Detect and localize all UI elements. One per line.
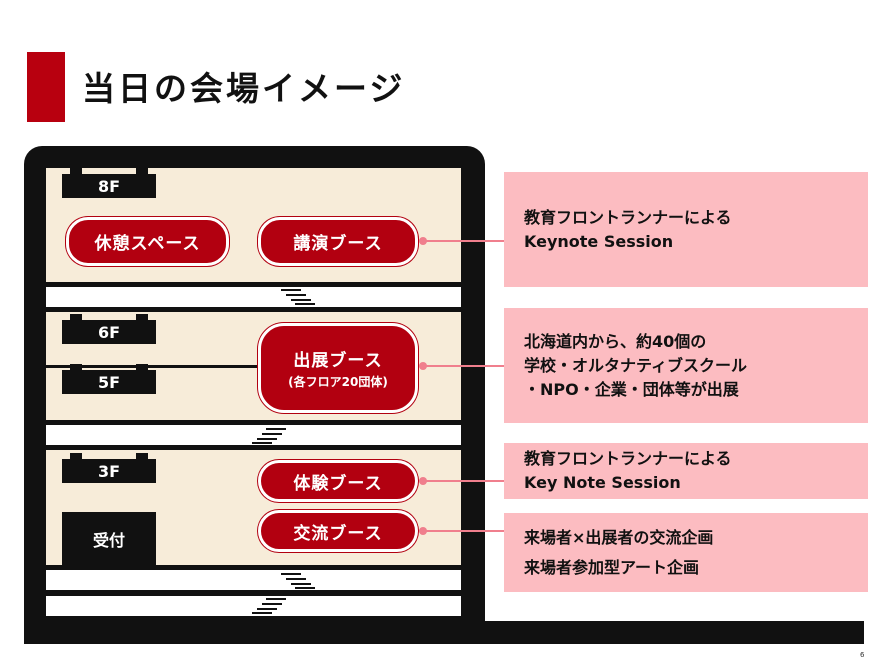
booth-exhibit-sublabel: (各フロア20団体) xyxy=(288,375,388,389)
connector-line xyxy=(424,240,504,242)
stairs-icon xyxy=(252,427,286,445)
ground-bar xyxy=(24,621,864,644)
callout-line: 学校・オルタナティブスクール xyxy=(524,355,748,375)
booth-rest-label: 休憩スペース xyxy=(94,234,201,254)
booth-exhibit: 出展ブース (各フロア20団体) xyxy=(258,323,418,413)
connector-line xyxy=(424,480,504,482)
callout-exchange: 来場者×出展者の交流企画 来場者参加型アート企画 xyxy=(504,513,868,592)
callout-line: 来場者×出展者の交流企画 xyxy=(524,527,714,547)
callout-line: 教育フロントランナーによる xyxy=(524,207,732,227)
callout-experience: 教育フロントランナーによる Key Note Session xyxy=(504,443,868,499)
reception-text: 受付 xyxy=(92,531,125,550)
callout-line: 来場者参加型アート企画 xyxy=(524,557,700,577)
connector-dot xyxy=(419,527,427,535)
connector-line xyxy=(424,530,504,532)
floor-label-8f: 8F xyxy=(62,168,156,198)
stairs-icon xyxy=(281,572,315,590)
booth-rest-space: 休憩スペース xyxy=(66,217,229,266)
callout-line: Key Note Session xyxy=(524,473,681,492)
connector-dot xyxy=(419,362,427,370)
title-accent-bar xyxy=(27,52,65,122)
stair-gap-4 xyxy=(46,596,461,616)
stair-gap-1 xyxy=(46,287,461,307)
booth-exchange-label: 交流ブース xyxy=(293,523,383,544)
floor-label-3f: 3F xyxy=(62,453,156,483)
booth-lecture-label: 講演ブース xyxy=(293,234,383,254)
floor-label-text: 3F xyxy=(97,461,121,481)
booth-lecture: 講演ブース xyxy=(258,217,418,266)
floor-divider-line xyxy=(46,365,260,368)
floor-label-text: 8F xyxy=(97,176,121,196)
page-title: 当日の会場イメージ xyxy=(82,69,406,108)
stairs-icon xyxy=(252,597,286,615)
callout-line: ・NPO・企業・団体等が出展 xyxy=(524,379,739,399)
callout-line: 北海道内から、約40個の xyxy=(524,331,707,351)
floor-label-6f: 6F xyxy=(62,314,156,344)
connector-line xyxy=(424,365,504,367)
stair-gap-3 xyxy=(46,570,461,590)
callout-line: 教育フロントランナーによる xyxy=(524,449,732,468)
callout-exhibit: 北海道内から、約40個の 学校・オルタナティブスクール ・NPO・企業・団体等が… xyxy=(504,308,868,423)
connector-dot xyxy=(419,237,427,245)
booth-exhibit-label: 出展ブース xyxy=(293,351,383,371)
stair-gap-2 xyxy=(46,425,461,445)
booth-experience: 体験ブース xyxy=(258,460,418,502)
callout-line: Keynote Session xyxy=(524,231,674,251)
connector-dot xyxy=(419,477,427,485)
booth-experience-label: 体験ブース xyxy=(293,473,383,494)
floor-label-5f: 5F xyxy=(62,364,156,394)
floor-label-text: 5F xyxy=(97,372,121,392)
reception-label: 受付 xyxy=(62,512,156,566)
booth-exchange: 交流ブース xyxy=(258,510,418,552)
floor-label-text: 6F xyxy=(97,322,121,342)
page-number: 6 xyxy=(860,651,865,659)
stairs-icon xyxy=(281,288,315,306)
callout-lecture: 教育フロントランナーによる Keynote Session xyxy=(504,172,868,287)
